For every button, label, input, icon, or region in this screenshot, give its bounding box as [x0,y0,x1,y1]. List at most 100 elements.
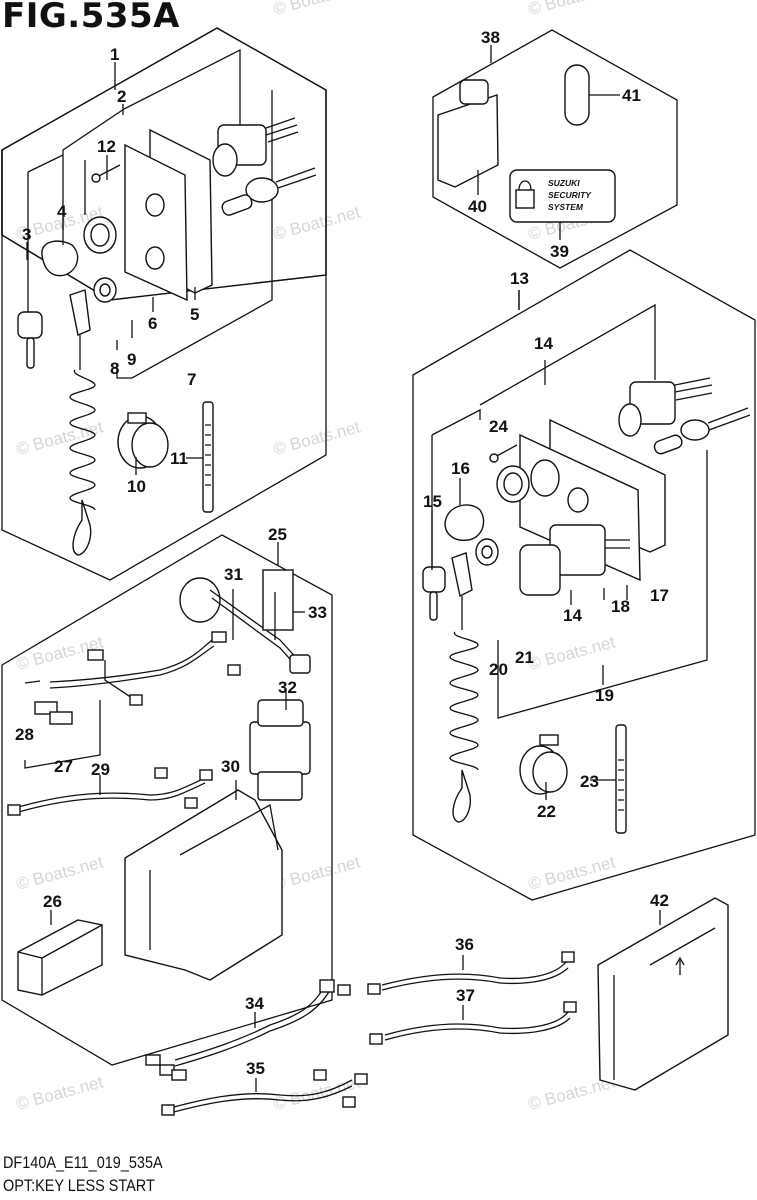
callout-38: 38 [481,28,500,47]
figure-code: DF140A_E11_019_535A [3,1153,163,1172]
part-bracket-30 [124,789,283,981]
watermark: © Boats.net [271,0,362,19]
security-label-line-1: SUZUKI [548,178,580,188]
part-stop-switch-top [653,407,751,455]
callout-40: 40 [468,197,487,216]
part-cap-10 [117,412,169,469]
callout-numbers: 1 2 3 4 5 6 7 8 9 10 11 12 13 14 14 15 1… [15,28,669,1078]
part-manual-33 [262,569,305,631]
callout-30: 30 [221,757,240,776]
callout-14: 14 [534,334,553,353]
callout-26: 26 [43,892,62,911]
part-key-15 [422,566,446,621]
part-controller-40 [437,79,499,195]
watermark: © Boats.net [526,632,617,673]
callout-3: 3 [22,225,31,244]
callout-35: 35 [246,1059,265,1078]
part-cover-26 [17,919,103,996]
callout-29: 29 [91,760,110,779]
leader-lines [26,62,661,1092]
callout-36: 36 [455,935,474,954]
group-box-25 [1,534,333,1066]
callout-31: 31 [224,565,243,584]
callout-12: 12 [97,137,116,156]
callout-6: 6 [148,314,157,333]
watermark: © Boats.net [14,1072,105,1113]
callout-20: 20 [489,660,508,679]
callout-2: 2 [117,87,126,106]
figure-caption: OPT:KEY LESS START [3,1176,155,1195]
callout-19: 19 [595,686,614,705]
part-key-3 [17,311,43,369]
part-nut-21 [475,538,499,566]
callout-39: 39 [550,242,569,261]
watermark: © Boats.net [271,202,362,243]
callout-25: 25 [268,525,287,544]
watermark: © Boats.net [526,852,617,893]
part-screw-24 [489,444,518,463]
figure-title: FIG.535A [2,0,180,36]
callout-22: 22 [537,802,556,821]
security-label-line-2: SECURITY [548,190,592,200]
part-harness-35 [161,1069,368,1116]
part-buzzer-31 [179,577,311,674]
callout-11: 11 [170,449,188,468]
callout-24: 24 [489,417,508,436]
callout-37: 37 [456,986,475,1005]
part-control-unit-42 [597,897,729,1091]
part-screw-12 [91,164,121,183]
part-stop-switch-1 [221,167,317,216]
part-nut-9 [93,277,117,303]
part-nut-16 [496,465,530,503]
watermark: © Boats.net [526,0,617,19]
part-keycap-16 [444,504,485,542]
callout-27: 27 [54,757,73,776]
callout-28: 28 [15,725,34,744]
part-ignition-switch-14 [519,524,630,596]
callout-15: 15 [423,492,442,511]
callout-42: 42 [650,891,669,910]
callout-41: 41 [622,86,641,105]
part-harness-29 [7,767,213,816]
callout-34: 34 [245,994,264,1013]
callout-33: 33 [308,603,327,622]
callout-1: 1 [110,45,119,64]
callout-13: 13 [510,269,529,288]
part-main-harness-27 [24,631,241,725]
callout-5: 5 [190,305,199,324]
part-keycap-4 [41,240,79,277]
part-panel-plate-18 [519,433,641,582]
watermark: © Boats.net [271,417,362,458]
part-lanyard-8 [69,289,96,556]
security-label-line-3: SYSTEM [548,202,584,212]
callout-16: 16 [451,459,470,478]
callout-23: 23 [580,772,599,791]
part-lanyard-20 [449,552,479,823]
callout-9: 9 [127,350,136,369]
part-cable-tie-11 [202,401,214,513]
part-cap-22 [519,734,568,795]
part-remote-fob-41 [564,64,620,126]
group-box-1-outline [1,90,327,581]
callout-8: 8 [110,359,119,378]
watermark: © Boats.net [271,852,362,893]
part-harness-34 [145,979,351,1081]
callout-4: 4 [57,202,67,221]
group-box-security [432,29,678,269]
part-key-switch-14-top [618,377,713,437]
callout-17: 17 [650,586,669,605]
part-cable-36 [367,951,575,995]
part-panel-plate-6 [124,143,188,302]
part-key-switch-1 [212,117,299,177]
callout-18: 18 [611,597,630,616]
callout-21: 21 [515,648,534,667]
callout-10: 10 [127,477,146,496]
callout-32: 32 [278,678,297,697]
part-relay-32 [249,699,311,801]
callout-7: 7 [187,370,196,389]
part-cable-37 [369,1001,577,1045]
part-cable-tie-23 [615,724,627,834]
part-nut-4 [83,216,117,254]
callout-14b: 14 [563,606,582,625]
